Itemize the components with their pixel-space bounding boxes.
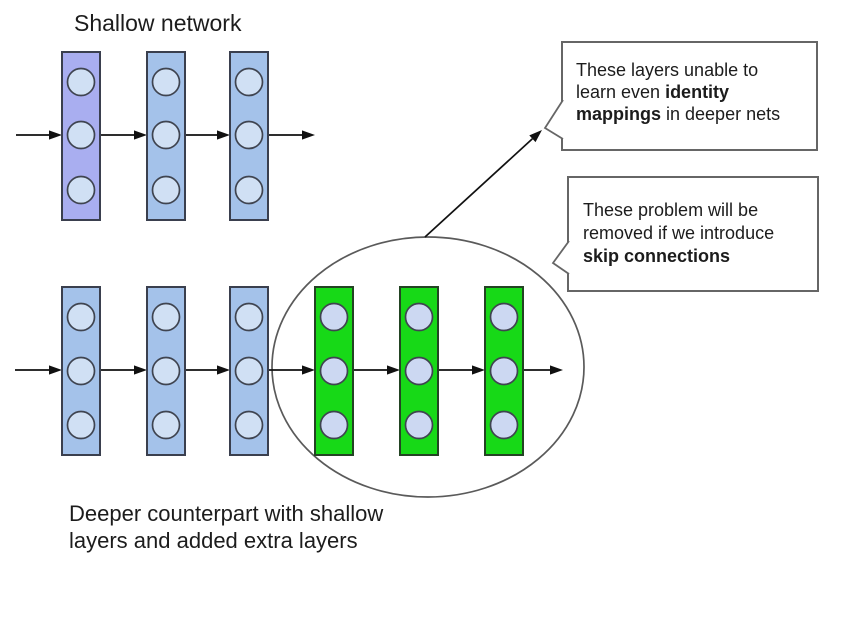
bubble-text-line: These layers unable to	[576, 60, 759, 80]
bubble-text-line: skip connections	[583, 246, 731, 266]
deeper-input-arrow-head	[49, 365, 62, 375]
bubble-text-line: learn even identity	[576, 82, 730, 102]
neuron-node	[319, 356, 349, 386]
deeper-flow-arrow-head	[302, 365, 315, 375]
callout-skip-connections-tail	[551, 240, 570, 275]
neuron-node	[66, 67, 96, 97]
deeper-network-label-line1: Deeper counterpart with shallow	[69, 501, 384, 526]
neuron-node	[151, 67, 181, 97]
neuron-node	[489, 356, 519, 386]
extra-layers-ellipse	[271, 236, 585, 498]
deeper-output-arrow-head	[550, 365, 563, 375]
neuron-node	[151, 120, 181, 150]
neuron-node	[151, 356, 181, 386]
neuron-node	[66, 302, 96, 332]
deeper-flow-arrow-head	[387, 365, 400, 375]
deeper-flow-arrow-head	[134, 365, 147, 375]
neuron-node	[234, 120, 264, 150]
bubble-text-line: mappings in deeper nets	[576, 104, 781, 124]
neuron-node	[151, 410, 181, 440]
neuron-node	[66, 410, 96, 440]
bubble-text-line: removed if we introduce	[583, 223, 775, 243]
neuron-node	[404, 410, 434, 440]
neuron-node	[151, 302, 181, 332]
neuron-node	[66, 175, 96, 205]
shallow-flow-arrow-head	[217, 130, 230, 140]
callout-arrow	[424, 138, 533, 238]
shallow-input-arrow-head	[49, 130, 62, 140]
callout-arrow-head	[529, 130, 542, 143]
neuron-node	[234, 175, 264, 205]
deeper-network-label-line2: layers and added extra layers	[69, 528, 358, 553]
deeper-flow-arrow-head	[217, 365, 230, 375]
neuron-node	[404, 302, 434, 332]
shallow-network-label: Shallow network	[74, 10, 242, 36]
bubble-text-line: These problem will be	[583, 200, 759, 220]
deeper-network-label: Deeper counterpart with shallow layers a…	[69, 500, 383, 554]
neuron-node	[66, 120, 96, 150]
neuron-node	[151, 175, 181, 205]
deeper-flow-arrow-head	[472, 365, 485, 375]
callout-identity-mappings-bubble	[561, 41, 818, 151]
neuron-node	[234, 67, 264, 97]
shallow-output-arrow-head	[302, 130, 315, 140]
neuron-node	[234, 356, 264, 386]
neuron-node	[319, 410, 349, 440]
neuron-node	[234, 410, 264, 440]
callout-identity-mappings-tail	[543, 99, 564, 140]
neuron-node	[489, 302, 519, 332]
shallow-flow-arrow-head	[134, 130, 147, 140]
neuron-node	[234, 302, 264, 332]
callout-skip-connections-bubble	[567, 176, 819, 292]
neuron-node	[66, 356, 96, 386]
neuron-node	[404, 356, 434, 386]
callout-skip-connections-text: These problem will be removed if we intro…	[583, 199, 813, 268]
neuron-node	[319, 302, 349, 332]
neuron-node	[489, 410, 519, 440]
